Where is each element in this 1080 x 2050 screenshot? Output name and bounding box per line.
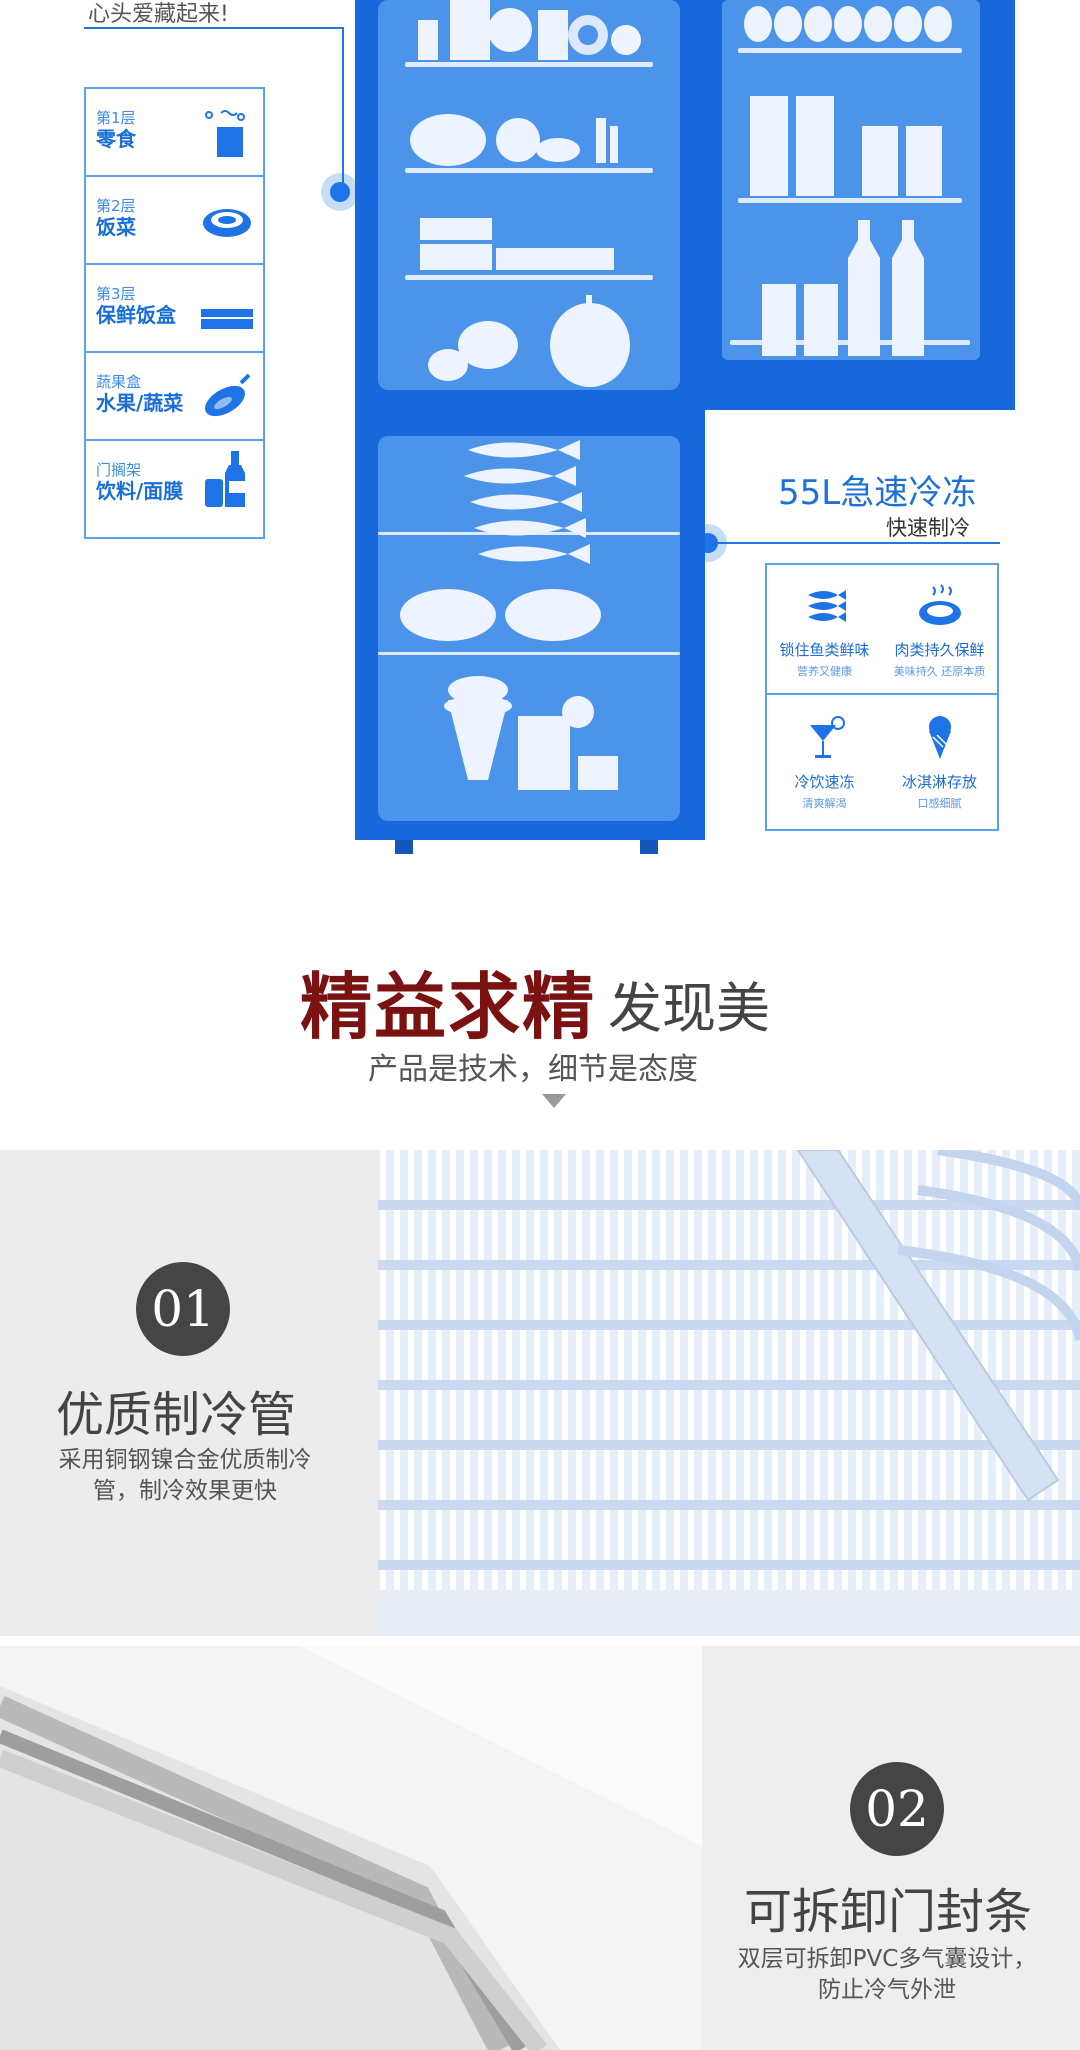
heading-sub: 发现美 [608, 977, 770, 1040]
food-box-icon [201, 309, 253, 329]
feature-name: 肉类持久保鲜 [894, 641, 985, 659]
guide-line [342, 27, 344, 194]
feature-desc: 双层可拆卸PVC多气囊设计， 防止冷气外泄 [722, 1944, 1052, 2006]
layer-name: 保鲜饭盒 [96, 303, 176, 327]
door-food-illustration [744, 6, 952, 356]
feature-number-badge: 02 [850, 1762, 944, 1856]
feature-desc-line: 防止冷气外泄 [818, 1977, 956, 2003]
eggplant-icon [205, 373, 251, 417]
freezer-feature-grid: 锁住鱼类鲜味 营养又健康 肉类持久保鲜 美味持久 还原本质 冷饮速冻 清爽解渴 [765, 563, 999, 831]
shelf [405, 275, 653, 280]
feature-name: 冷饮速冻 [794, 773, 855, 791]
layer-tier: 门搁架 [96, 461, 142, 479]
feature-title: 优质制冷管 [56, 1387, 297, 1443]
layer-tier: 第2层 [96, 197, 136, 215]
layer-tier: 第3层 [96, 285, 136, 303]
feature-desc: 口感细腻 [917, 797, 962, 810]
shelf [405, 168, 653, 173]
layer-item-5: 门搁架 饮料/面膜 [86, 441, 263, 537]
guide-line [84, 27, 342, 29]
snack-bag-icon [205, 110, 245, 157]
layer-item-4: 蔬果盒 水果/蔬菜 [86, 353, 263, 441]
door-seal-photo [0, 1646, 702, 2050]
down-arrow-icon [542, 1094, 566, 1108]
feature-door-seal: 02 可拆卸门封条 双层可拆卸PVC多气囊设计， 防止冷气外泄 [0, 1646, 1080, 2050]
door-seal-illustration [0, 1646, 702, 2050]
layer-item-2: 第2层 饭菜 [86, 177, 263, 265]
feature-desc-line: 双层可拆卸PVC多气囊设计， [737, 1946, 1037, 1972]
layer-legend: 第1层 零食 第2层 饭菜 第3层 保鲜饭盒 [84, 87, 265, 539]
fridge-foot [640, 840, 658, 854]
fridge-infographic: 心头爱藏起来! 第1层 零食 第2层 饭菜 第3层 [0, 0, 1080, 880]
freezer-feature-drink: 冷饮速冻 清爽解渴 [767, 697, 882, 827]
feature-desc: 清爽解渴 [802, 797, 847, 810]
heading-desc: 产品是技术，细节是态度 [368, 1052, 698, 1087]
door-shelf [738, 48, 962, 53]
feature-title: 可拆卸门封条 [744, 1884, 1033, 1940]
fish-icon [808, 590, 846, 622]
layer-tier: 蔬果盒 [96, 373, 142, 391]
dish-bowl-icon [203, 209, 251, 237]
shelf [405, 62, 653, 67]
feature-desc-line: 管，制冷效果更快 [93, 1478, 277, 1504]
guide-line [708, 542, 1000, 544]
feature-name: 锁住鱼类鲜味 [779, 641, 870, 659]
layer-tier: 第1层 [96, 109, 136, 127]
feature-number-badge: 01 [136, 1262, 230, 1356]
layer-item-1: 第1层 零食 [86, 89, 263, 177]
feature-desc-line: 采用铜钢镍合金优质制冷 [58, 1447, 312, 1473]
layer-name: 水果/蔬菜 [96, 391, 184, 415]
freezer-feature-fish: 锁住鱼类鲜味 营养又健康 [767, 565, 882, 695]
freezer-feature-icecream: 冰淇淋存放 口感细腻 [882, 697, 997, 827]
feature-name: 冰淇淋存放 [901, 773, 977, 791]
cocktail-icon [810, 716, 845, 758]
heading-main: 精益求精 [300, 964, 597, 1049]
steak-icon [919, 584, 961, 625]
pointer-dot [321, 173, 359, 211]
layer-name: 饮料/面膜 [96, 479, 184, 503]
layer-name: 饭菜 [96, 215, 136, 239]
shelf [378, 652, 680, 655]
freezer-subtitle: 快速制冷 [886, 516, 970, 540]
cooling-pipe-photo [378, 1150, 1080, 1636]
fridge-food-illustration [400, 0, 641, 790]
feature-cooling-pipe: 01 优质制冷管 采用铜钢镍合金优质制冷 管，制冷效果更快 [0, 1150, 1080, 1636]
feature-desc: 采用铜钢镍合金优质制冷 管，制冷效果更快 [40, 1445, 330, 1507]
top-caption: 心头爱藏起来! [88, 2, 229, 27]
feature-desc: 美味持久 还原本质 [893, 665, 986, 678]
layer-item-3: 第3层 保鲜饭盒 [86, 265, 263, 353]
door-shelf [738, 198, 962, 203]
freezer-title: 55L急速冷冻 [778, 473, 977, 513]
feature-desc: 营养又健康 [797, 665, 852, 678]
bottle-can-icon [205, 451, 245, 507]
ice-cream-icon [929, 716, 951, 759]
layer-name: 零食 [96, 127, 136, 151]
fridge-foot [395, 840, 413, 854]
freezer-feature-meat: 肉类持久保鲜 美味持久 还原本质 [882, 565, 997, 695]
cooling-grid-illustration [378, 1150, 1080, 1636]
